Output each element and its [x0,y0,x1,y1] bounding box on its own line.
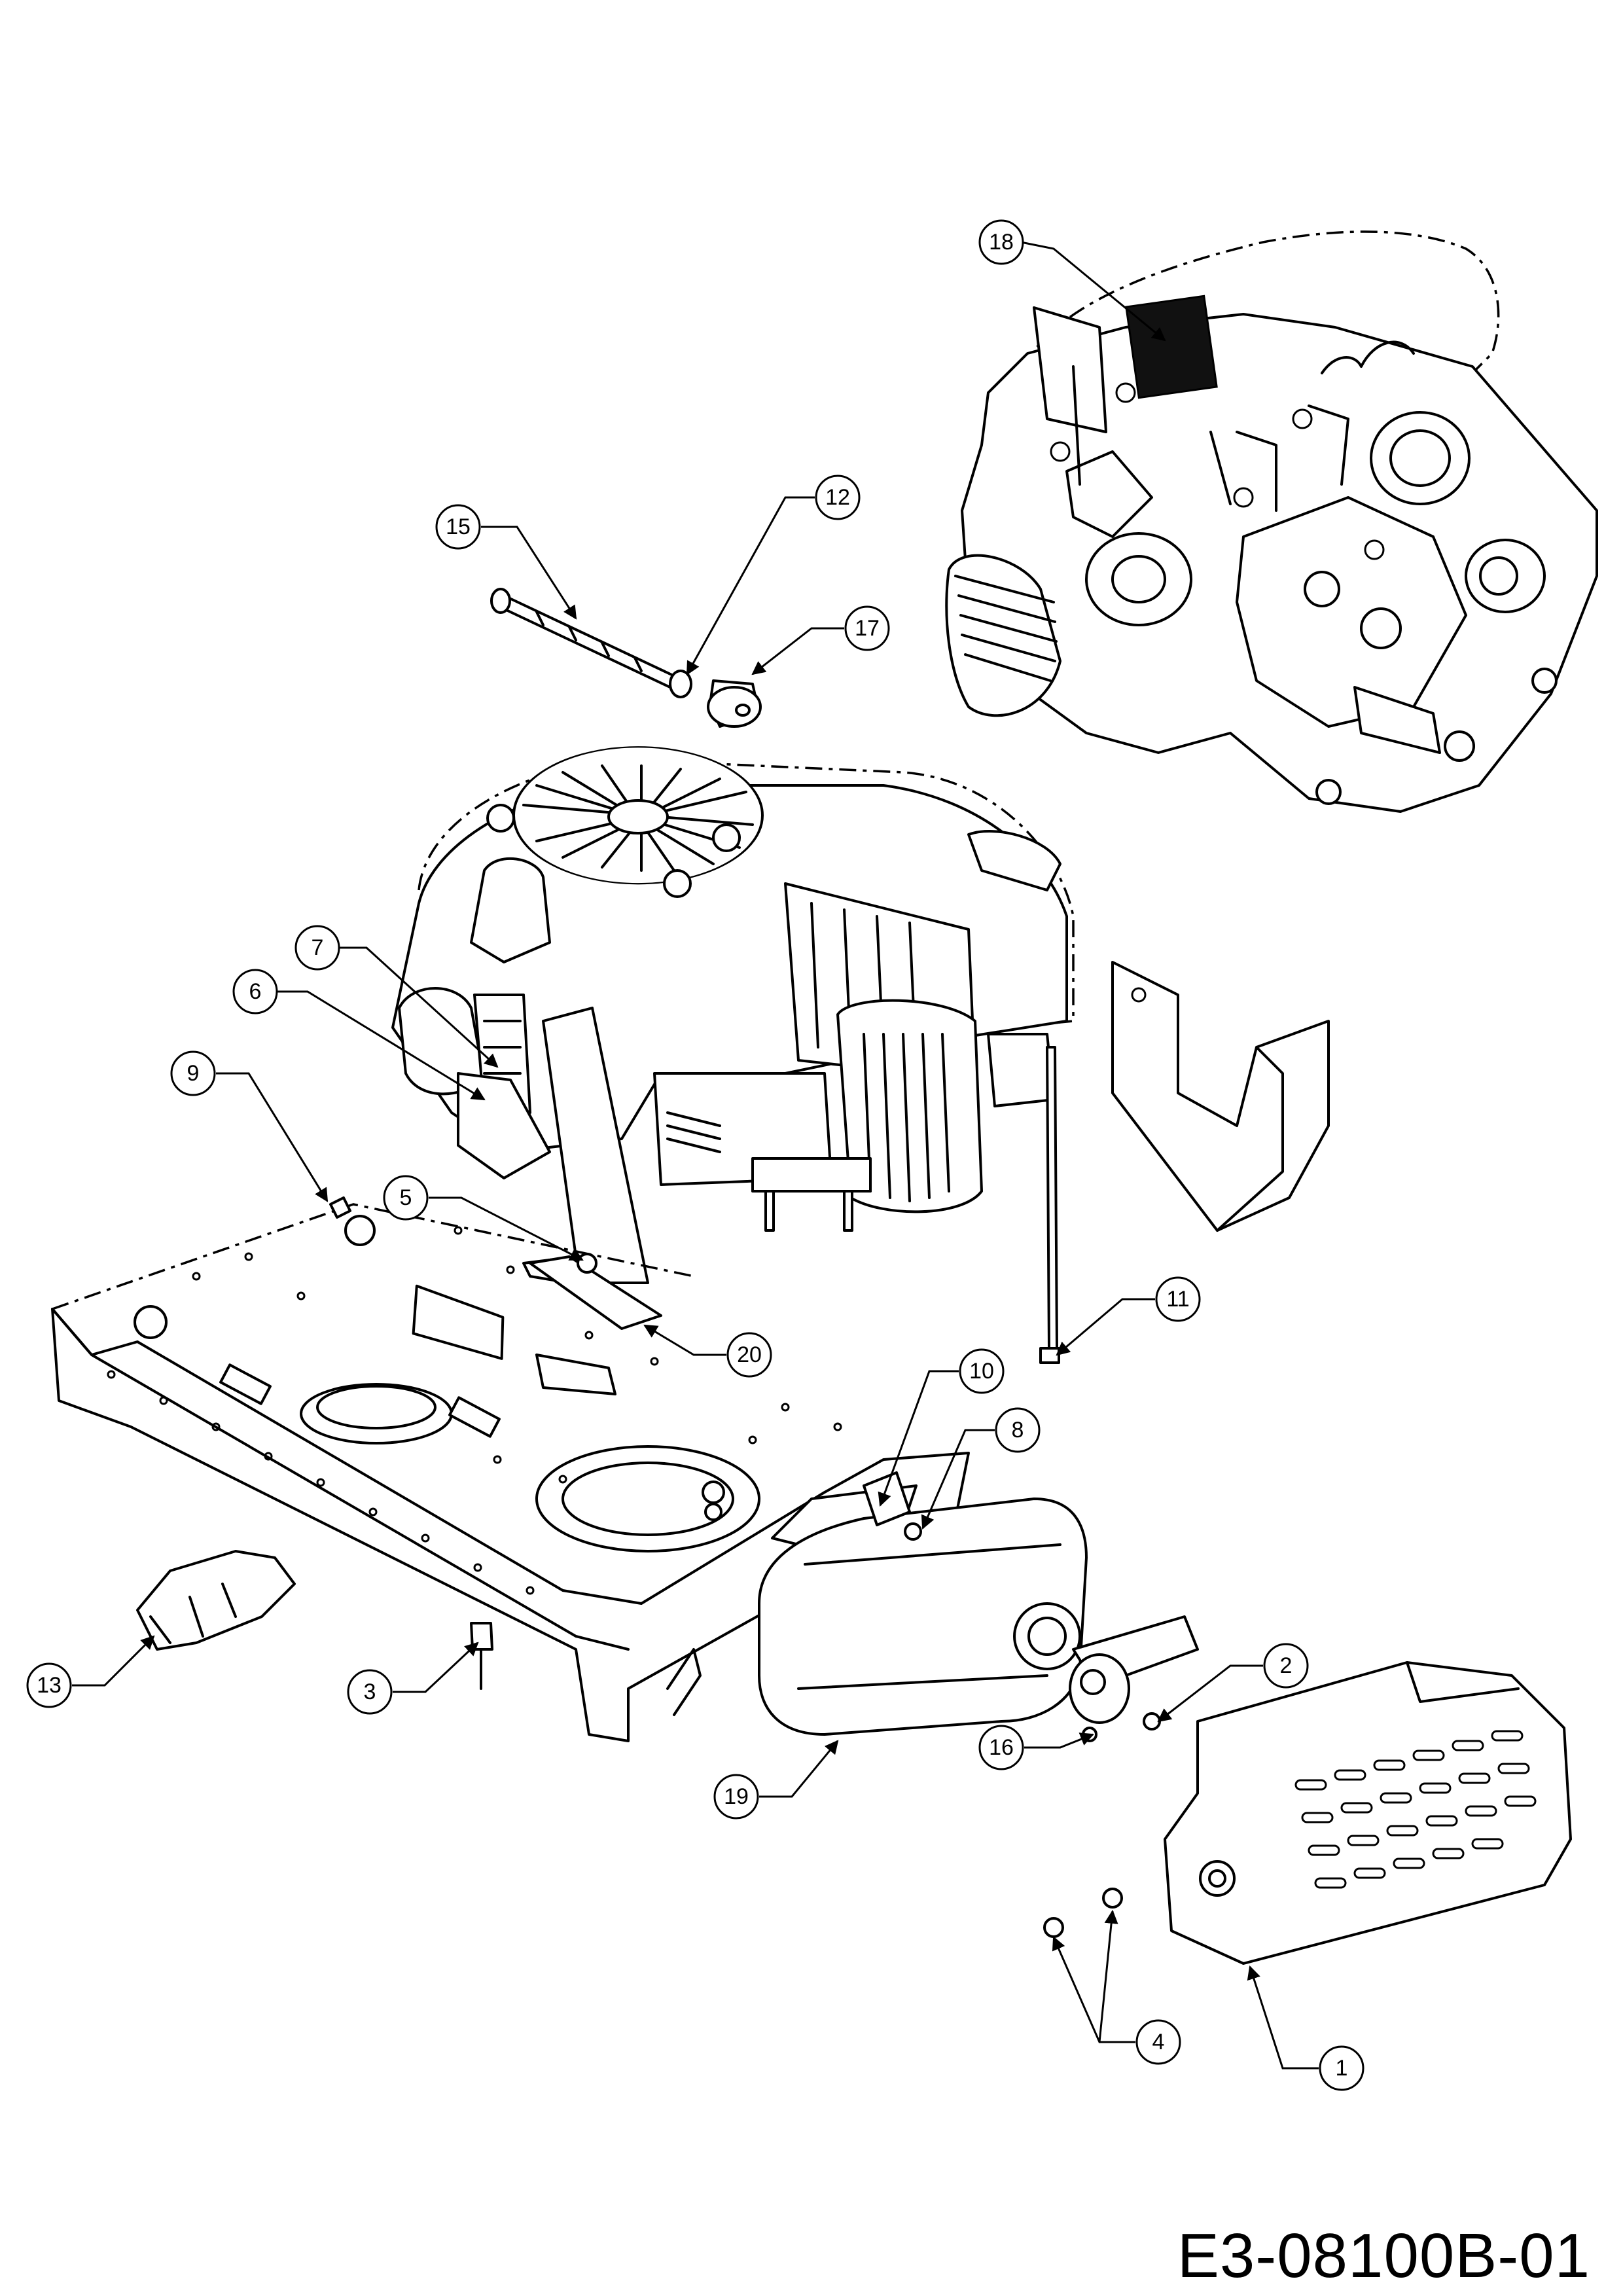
cable-tie [1039,1046,1060,1364]
callout-11: 11 [1155,1276,1201,1322]
svg-text:17: 17 [855,616,880,641]
callout-16: 16 [978,1725,1024,1770]
callout-7: 7 [294,925,340,971]
callout-4: 4 [1135,2019,1181,2065]
callout-10: 10 [959,1348,1005,1394]
callout-leaders [72,241,1319,2070]
svg-text:1: 1 [1336,2056,1348,2081]
callout-9: 9 [170,1050,216,1096]
transmission-assembly [945,230,1598,813]
callout-3: 3 [347,1669,393,1715]
svg-text:5: 5 [400,1185,412,1210]
svg-text:16: 16 [989,1735,1014,1760]
svg-text:3: 3 [364,1679,376,1704]
callout-13: 13 [26,1662,72,1708]
callout-8: 8 [995,1407,1041,1453]
svg-text:13: 13 [37,1673,62,1698]
callout-17: 19 [713,1774,759,1820]
deflector-part [136,1550,296,1651]
muffler-guard [1164,1661,1572,1965]
callout-15: 15 [435,504,481,550]
callout-6: 6 [232,969,278,1014]
muffler-assembly [758,1471,1199,1736]
svg-text:12: 12 [825,485,850,510]
heat-shield-plate [1111,961,1330,1232]
callout-19: 18 [978,219,1024,265]
callout-2: 2 [1263,1643,1309,1689]
callout-20: 20 [726,1332,772,1378]
callout-18: 17 [844,605,890,651]
svg-text:9: 9 [187,1061,200,1086]
svg-text:7: 7 [312,935,324,960]
svg-text:6: 6 [249,979,262,1004]
callout-5: 5 [383,1175,429,1221]
svg-text:15: 15 [446,514,471,539]
svg-text:10: 10 [969,1359,994,1384]
callout-12: 12 [815,475,861,520]
fuel-hose-and-filter [490,588,762,728]
svg-text:2: 2 [1280,1653,1293,1678]
svg-text:11: 11 [1166,1287,1189,1312]
svg-text:20: 20 [737,1342,762,1367]
svg-text:19: 19 [724,1784,749,1809]
svg-text:4: 4 [1152,2030,1165,2054]
svg-text:18: 18 [989,230,1014,255]
callout-1: 1 [1319,2045,1364,2091]
svg-text:8: 8 [1012,1418,1024,1443]
drawing-code-label: E3-08100B-01 [1177,2221,1590,2291]
engine-assembly [391,746,1075,1330]
